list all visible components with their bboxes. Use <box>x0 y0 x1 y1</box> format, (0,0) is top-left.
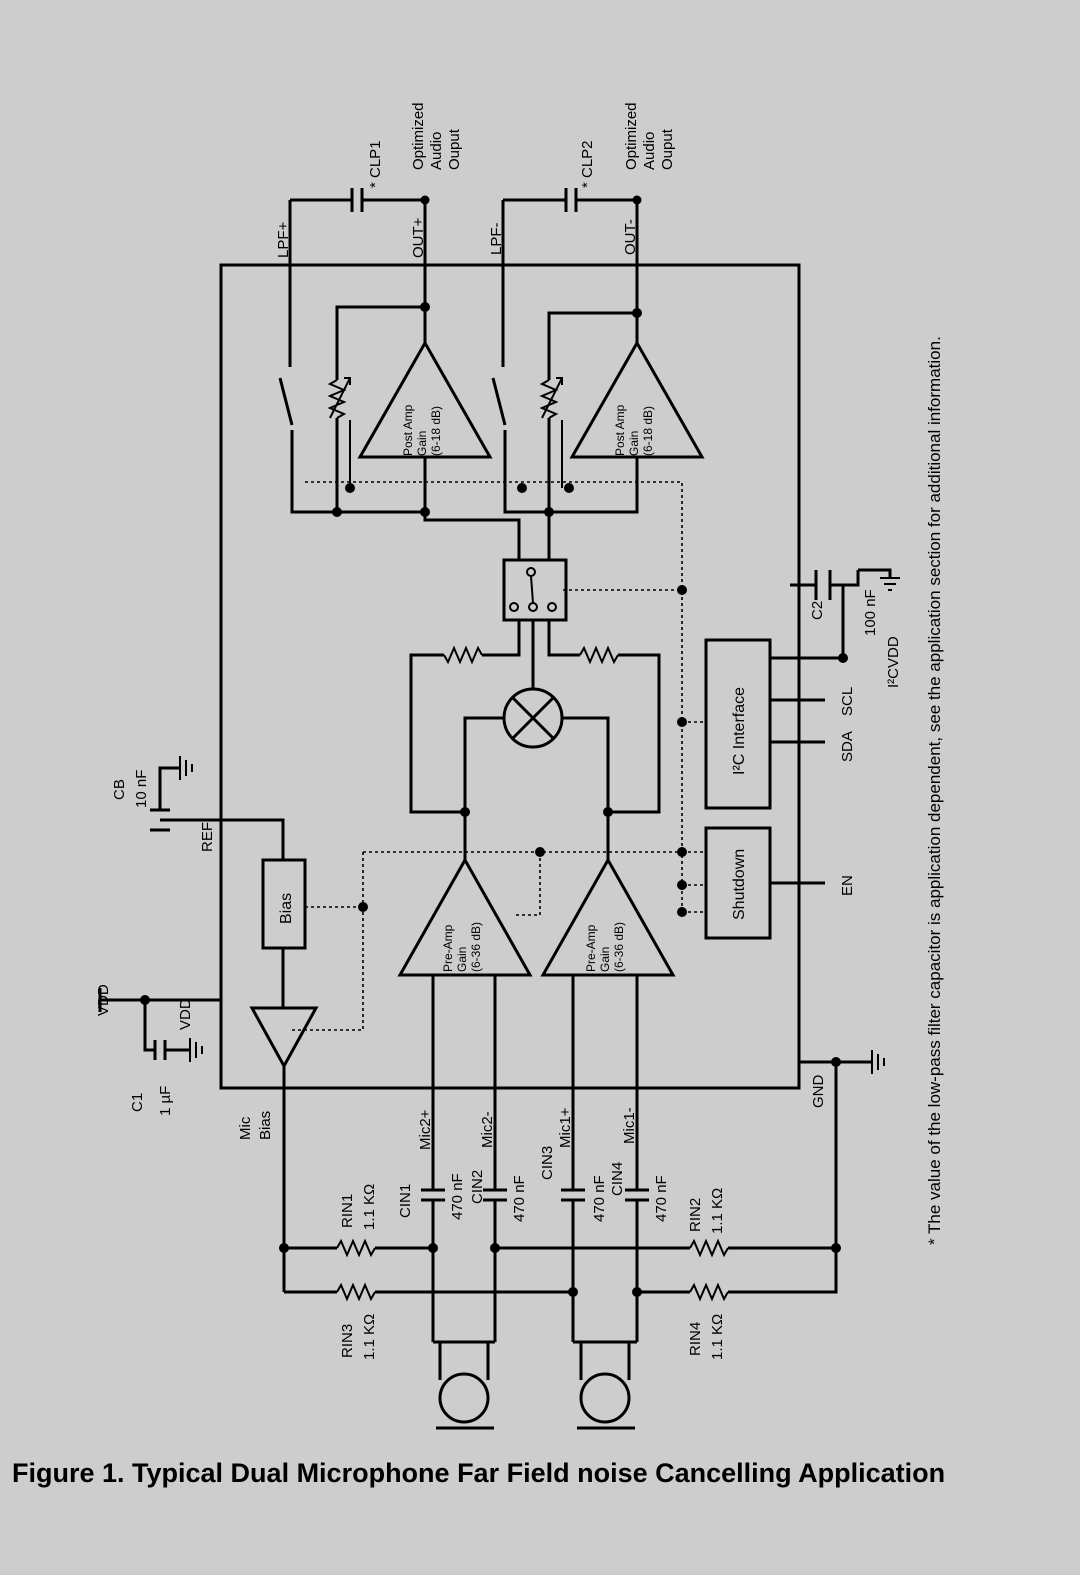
label-clp2: * CLP2 <box>579 140 596 188</box>
post-amp-1-label: Post Amp Gain (6-18 dB) <box>401 401 443 456</box>
pin-out-minus: OUT- <box>622 219 639 255</box>
label-c2: C2 <box>809 601 826 620</box>
pin-i2cvdd: I²CVDD <box>885 636 902 688</box>
pre-amp-2: Pre-Amp Gain (6-36 dB) <box>397 856 533 1088</box>
input-network <box>279 1088 841 1342</box>
label-rin3-val: 1.1 KΩ <box>361 1314 378 1360</box>
label-rin4-val: 1.1 KΩ <box>709 1314 726 1360</box>
pin-lpf-plus: LPF+ <box>275 221 292 258</box>
gnd-net <box>799 1050 885 1248</box>
label-rin1-val: 1.1 KΩ <box>361 1184 378 1230</box>
label-rin2-val: 1.1 KΩ <box>709 1188 726 1234</box>
i2c-label: I²C Interface <box>731 687 748 775</box>
label-rin3: RIN3 <box>339 1324 356 1358</box>
label-vdd: VDD <box>95 984 112 1016</box>
label-rin4: RIN4 <box>687 1322 704 1356</box>
label-cin4-val: 470 nF <box>653 1175 670 1222</box>
label-cin3-val: 470 nF <box>591 1175 608 1222</box>
label-vdd-2: VDD <box>177 998 194 1030</box>
pin-ref: REF <box>199 822 216 852</box>
i2c-interface: I²C Interface <box>704 568 900 810</box>
figure-caption: Figure 1. Typical Dual Microphone Far Fi… <box>12 1458 946 1488</box>
pin-mic1-minus: Mic1- <box>621 1107 638 1144</box>
cb-net <box>150 756 200 832</box>
pre-amp-2-label: Pre-Amp Gain (6-36 dB) <box>441 921 483 972</box>
microphone-2-icon <box>433 1340 495 1430</box>
pin-lpf-minus: LPF- <box>488 222 505 255</box>
pin-en: EN <box>839 875 856 896</box>
pin-labels: LPF+ OUT+ LPF- OUT- REF Mic Bias GND Mic… <box>199 217 902 1150</box>
pin-out-plus: OUT+ <box>410 217 427 258</box>
label-rin1: RIN1 <box>339 1194 356 1228</box>
pin-mic2-plus: Mic2+ <box>417 1109 434 1150</box>
shutdown-label: Shutdown <box>731 849 748 920</box>
control-bus <box>290 481 706 1031</box>
pin-mic2-minus: Mic2- <box>479 1111 496 1148</box>
vdd-net <box>98 988 221 1062</box>
label-audio-out-1: Optimized Audio Ouput <box>410 98 463 170</box>
pin-gnd: GND <box>810 1075 827 1109</box>
label-cin2: CIN2 <box>469 1170 486 1204</box>
label-rin2: RIN2 <box>687 1198 704 1232</box>
mixer <box>460 687 613 860</box>
bias-block: Bias <box>200 818 319 1248</box>
post-amp-1: Post Amp Gain (6-18 dB) <box>278 188 493 517</box>
shutdown-block: Shutdown <box>704 826 825 940</box>
pin-sda: SDA <box>839 731 856 762</box>
component-labels: CB 10 nF VDD VDD C1 1 µF * CLP1 * CLP2 O… <box>95 98 879 1360</box>
pin-scl: SCL <box>839 687 856 716</box>
chip-outline <box>219 263 801 1090</box>
microphone-1-icon <box>573 1340 637 1430</box>
switch-block <box>409 512 661 814</box>
pin-mic1-plus: Mic1+ <box>557 1107 574 1148</box>
post-amp-2-label: Post Amp Gain (6-18 dB) <box>613 401 655 456</box>
pre-amp-1-label: Pre-Amp Gain (6-36 dB) <box>584 921 626 972</box>
label-c1-val: 1 µF <box>157 1086 174 1116</box>
footnote: * The value of the low-pass filter capac… <box>925 336 944 1245</box>
label-cin1-val: 470 nF <box>449 1173 466 1220</box>
label-cin1: CIN1 <box>397 1184 414 1218</box>
label-audio-out-2: Optimized Audio Ouput <box>623 98 676 170</box>
bias-label: Bias <box>278 893 295 924</box>
pin-mic-bias: Mic Bias <box>237 1111 274 1140</box>
post-amp-2: Post Amp Gain (6-18 dB) <box>491 188 705 517</box>
label-cb: CB <box>111 779 128 800</box>
label-clp1: * CLP1 <box>367 140 384 188</box>
label-cin3: CIN3 <box>539 1146 556 1180</box>
label-cin2-val: 470 nF <box>511 1175 528 1222</box>
label-cb-val: 10 nF <box>133 770 150 808</box>
label-c2-val: 100 nF <box>862 589 879 636</box>
label-cin4: CIN4 <box>609 1162 626 1196</box>
pre-amp-1: Pre-Amp Gain (6-36 dB) <box>540 856 676 1088</box>
label-c1: C1 <box>129 1093 146 1112</box>
